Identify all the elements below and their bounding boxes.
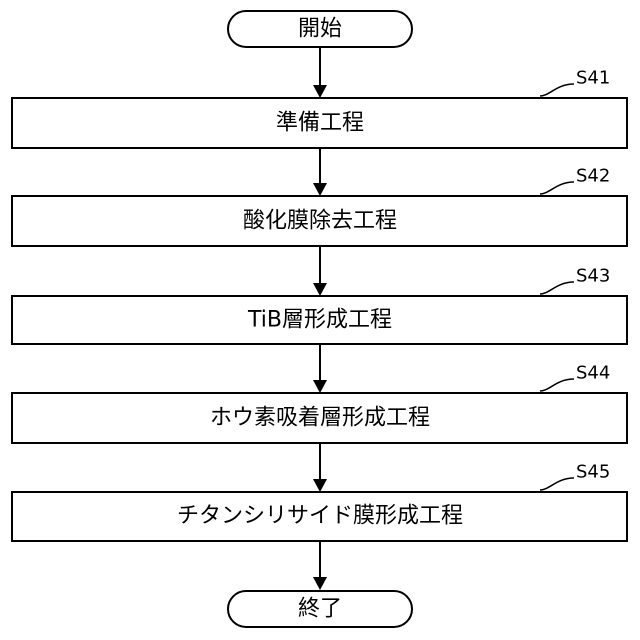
step-id-s44: S44 — [576, 363, 610, 384]
step-label-s44: ホウ素吸着層形成工程 — [210, 406, 430, 431]
end-label: 終了 — [298, 597, 342, 622]
step-id-leader — [540, 478, 574, 490]
arrow-start-to-s41 — [313, 47, 327, 98]
end-terminator: 終了 — [228, 591, 412, 627]
arrow-s45-to-end — [313, 541, 327, 590]
arrow-s41-to-s42 — [313, 148, 327, 196]
arrow-s42-to-s43 — [313, 246, 327, 296]
start-terminator: 開始 — [228, 11, 412, 47]
step-id-leader — [540, 182, 574, 194]
step-label-s45: チタンシリサイド膜形成工程 — [177, 504, 463, 529]
arrow-s43-to-s44 — [313, 344, 327, 393]
start-label: 開始 — [298, 17, 342, 42]
step-label-s42: 酸化膜除去工程 — [243, 209, 397, 234]
step-id-s45: S45 — [576, 462, 610, 483]
step-label-s41: 準備工程 — [276, 111, 364, 136]
step-id-leader — [540, 282, 574, 294]
step-id-s42: S42 — [576, 166, 610, 187]
step-id-s43: S43 — [576, 266, 610, 287]
step-label-s43: TiB層形成工程 — [247, 308, 392, 333]
step-id-s41: S41 — [576, 68, 610, 89]
step-id-leader — [540, 84, 574, 96]
arrow-s44-to-s45 — [313, 443, 327, 492]
step-id-leader — [540, 379, 574, 391]
